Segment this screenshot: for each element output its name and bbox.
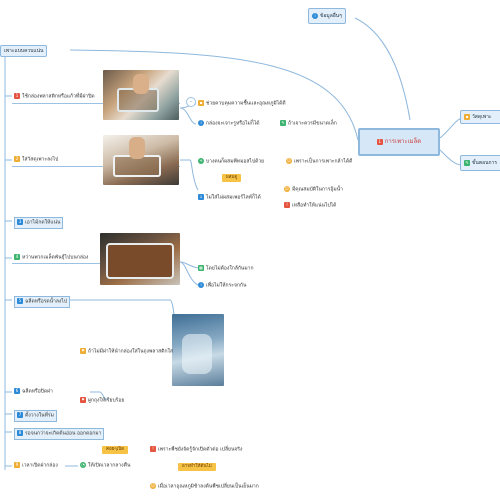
main-branch-label: เพาะแบบควบแน่น: [4, 48, 44, 54]
smile-icon: ☺: [284, 186, 290, 192]
step-label: ฉลีดหรือปิดฝา: [22, 388, 53, 395]
step-label: เอาไม้กดให้แน่น: [25, 219, 61, 226]
number-badge: 8: [17, 430, 23, 436]
procedure-node[interactable]: ✎ขั้นตอนการ: [460, 155, 500, 171]
photo-filling-box: [103, 135, 179, 185]
number-badge: 6: [14, 388, 20, 394]
step2-note-a-sub[interactable]: ☺เพราะเป็นการเพาะกล้าได้ดี: [286, 158, 353, 165]
number-badge: 3: [17, 219, 23, 225]
photo-plastic-box: [103, 70, 179, 120]
folder-icon: ▪: [198, 100, 204, 106]
step-label: ใช้กล่องพลาสติกหรือแก้วที่มีฝาปิด: [22, 93, 95, 100]
number-badge: 7: [17, 412, 23, 418]
step-label: ใส่วัสดุเพาะลงไป: [22, 156, 59, 163]
photo-seeds-box: [100, 233, 180, 285]
step2-note-b-sub1[interactable]: ☺มีคุณสมบัติในการอุ้มน้ำ: [284, 186, 343, 193]
calendar-icon: ▦: [198, 265, 204, 271]
step9-note-a[interactable]: ◔ให้เปิดเวลากลางคืน: [80, 462, 131, 469]
tag-label: อาจทำให้ต้นไม่: [178, 463, 216, 471]
number-badge: 9: [14, 462, 20, 468]
pie-icon: ◔: [80, 462, 86, 468]
collapse-button[interactable]: -: [186, 97, 196, 107]
number-badge: 4: [14, 254, 20, 260]
materials-label: วัสดุเพาะ: [472, 114, 492, 120]
step2-note-b-sub2[interactable]: !เหลือทำให้แน่นไปได้: [284, 202, 336, 210]
step1-note-a[interactable]: ▪ช่วยควบคุมความชื้นและอุณหภูมิได้ดี: [198, 100, 286, 107]
tag-label: ค่อยๆเปิด: [102, 446, 129, 454]
tag-label: ผสมดู: [222, 174, 242, 182]
step-label: ตั้งวางในที่ร่ม: [25, 412, 54, 419]
pencil-icon: ✎: [280, 120, 286, 126]
procedure-label: ขั้นตอนการ: [472, 160, 498, 166]
pencil-icon: ✎: [464, 159, 470, 166]
step4-note-a[interactable]: ▦โดยไม่ต้องใกล้กันมาก: [198, 265, 254, 272]
step1-note-c[interactable]: ✎ถ้าเจาะควรมีขนาดเล็ก: [280, 120, 337, 127]
info-icon: i: [198, 120, 204, 126]
step-label: รอจนกว่าจะเกิดต้นอ่อน ออกดอกมา: [25, 430, 102, 437]
step5-note-a[interactable]: ⚑ถ้าไม่มีฝาให้นำกล่องใส่ในถุงพลาสติกใส: [80, 348, 173, 355]
step2-note-b[interactable]: ↓ไม่ใส่ไม่ผสมเพอร์ไลท์ก็ได้: [198, 194, 261, 201]
step-label: เวลาเปิดฝากล่อง: [22, 462, 58, 469]
smile-icon: ☺: [150, 483, 156, 489]
flag-icon: ⚑: [80, 348, 86, 354]
step9-note-a-sub2[interactable]: ☺เมื่อเวลาอุณหภูมิช้าลงต้นพืชเปลี่ยนเป็น…: [150, 483, 259, 490]
basket-icon: ▪: [464, 113, 470, 120]
number-badge: 1: [14, 93, 20, 99]
main-branch-node[interactable]: เพาะแบบควบแน่น: [0, 45, 48, 57]
other-info-label: ข้อมูลอื่นๆ: [320, 13, 342, 19]
step-label: ฉลีดหรือรดน้ำลงไป: [25, 298, 68, 305]
step2-note-a[interactable]: +บางคนก็ผสมพีทมอสไปด้วย: [198, 158, 265, 165]
materials-node[interactable]: ▪วัสดุเพาะ: [460, 110, 500, 124]
central-topic-label: การเพาะเมล็ด: [384, 138, 422, 145]
number-badge: 5: [17, 298, 23, 304]
arrow-down-icon: ↓: [198, 194, 204, 200]
photo-plastic-bag: [172, 314, 224, 386]
step9-note-a-sub1[interactable]: !เพราะพืชยังจัดรู้จักเปิดตัวต่อ เปลี่ยนจ…: [150, 446, 242, 454]
number-badge: 2: [14, 156, 20, 162]
alert-icon: !: [284, 202, 290, 208]
step6-note-a[interactable]: ⚑ผูกถุงให้เรียบร้อย: [80, 397, 125, 404]
plus-icon: +: [198, 158, 204, 164]
info-icon: i: [312, 12, 318, 19]
smile-icon: ☺: [286, 158, 292, 164]
info-icon: i: [198, 282, 204, 288]
step-label: หว่านพวกเมล็ดพันธุ์ไปบนกล่อง: [22, 254, 89, 261]
number-badge: 1: [376, 138, 383, 145]
flag-icon: ⚑: [80, 397, 86, 403]
alert-icon: !: [150, 446, 156, 452]
